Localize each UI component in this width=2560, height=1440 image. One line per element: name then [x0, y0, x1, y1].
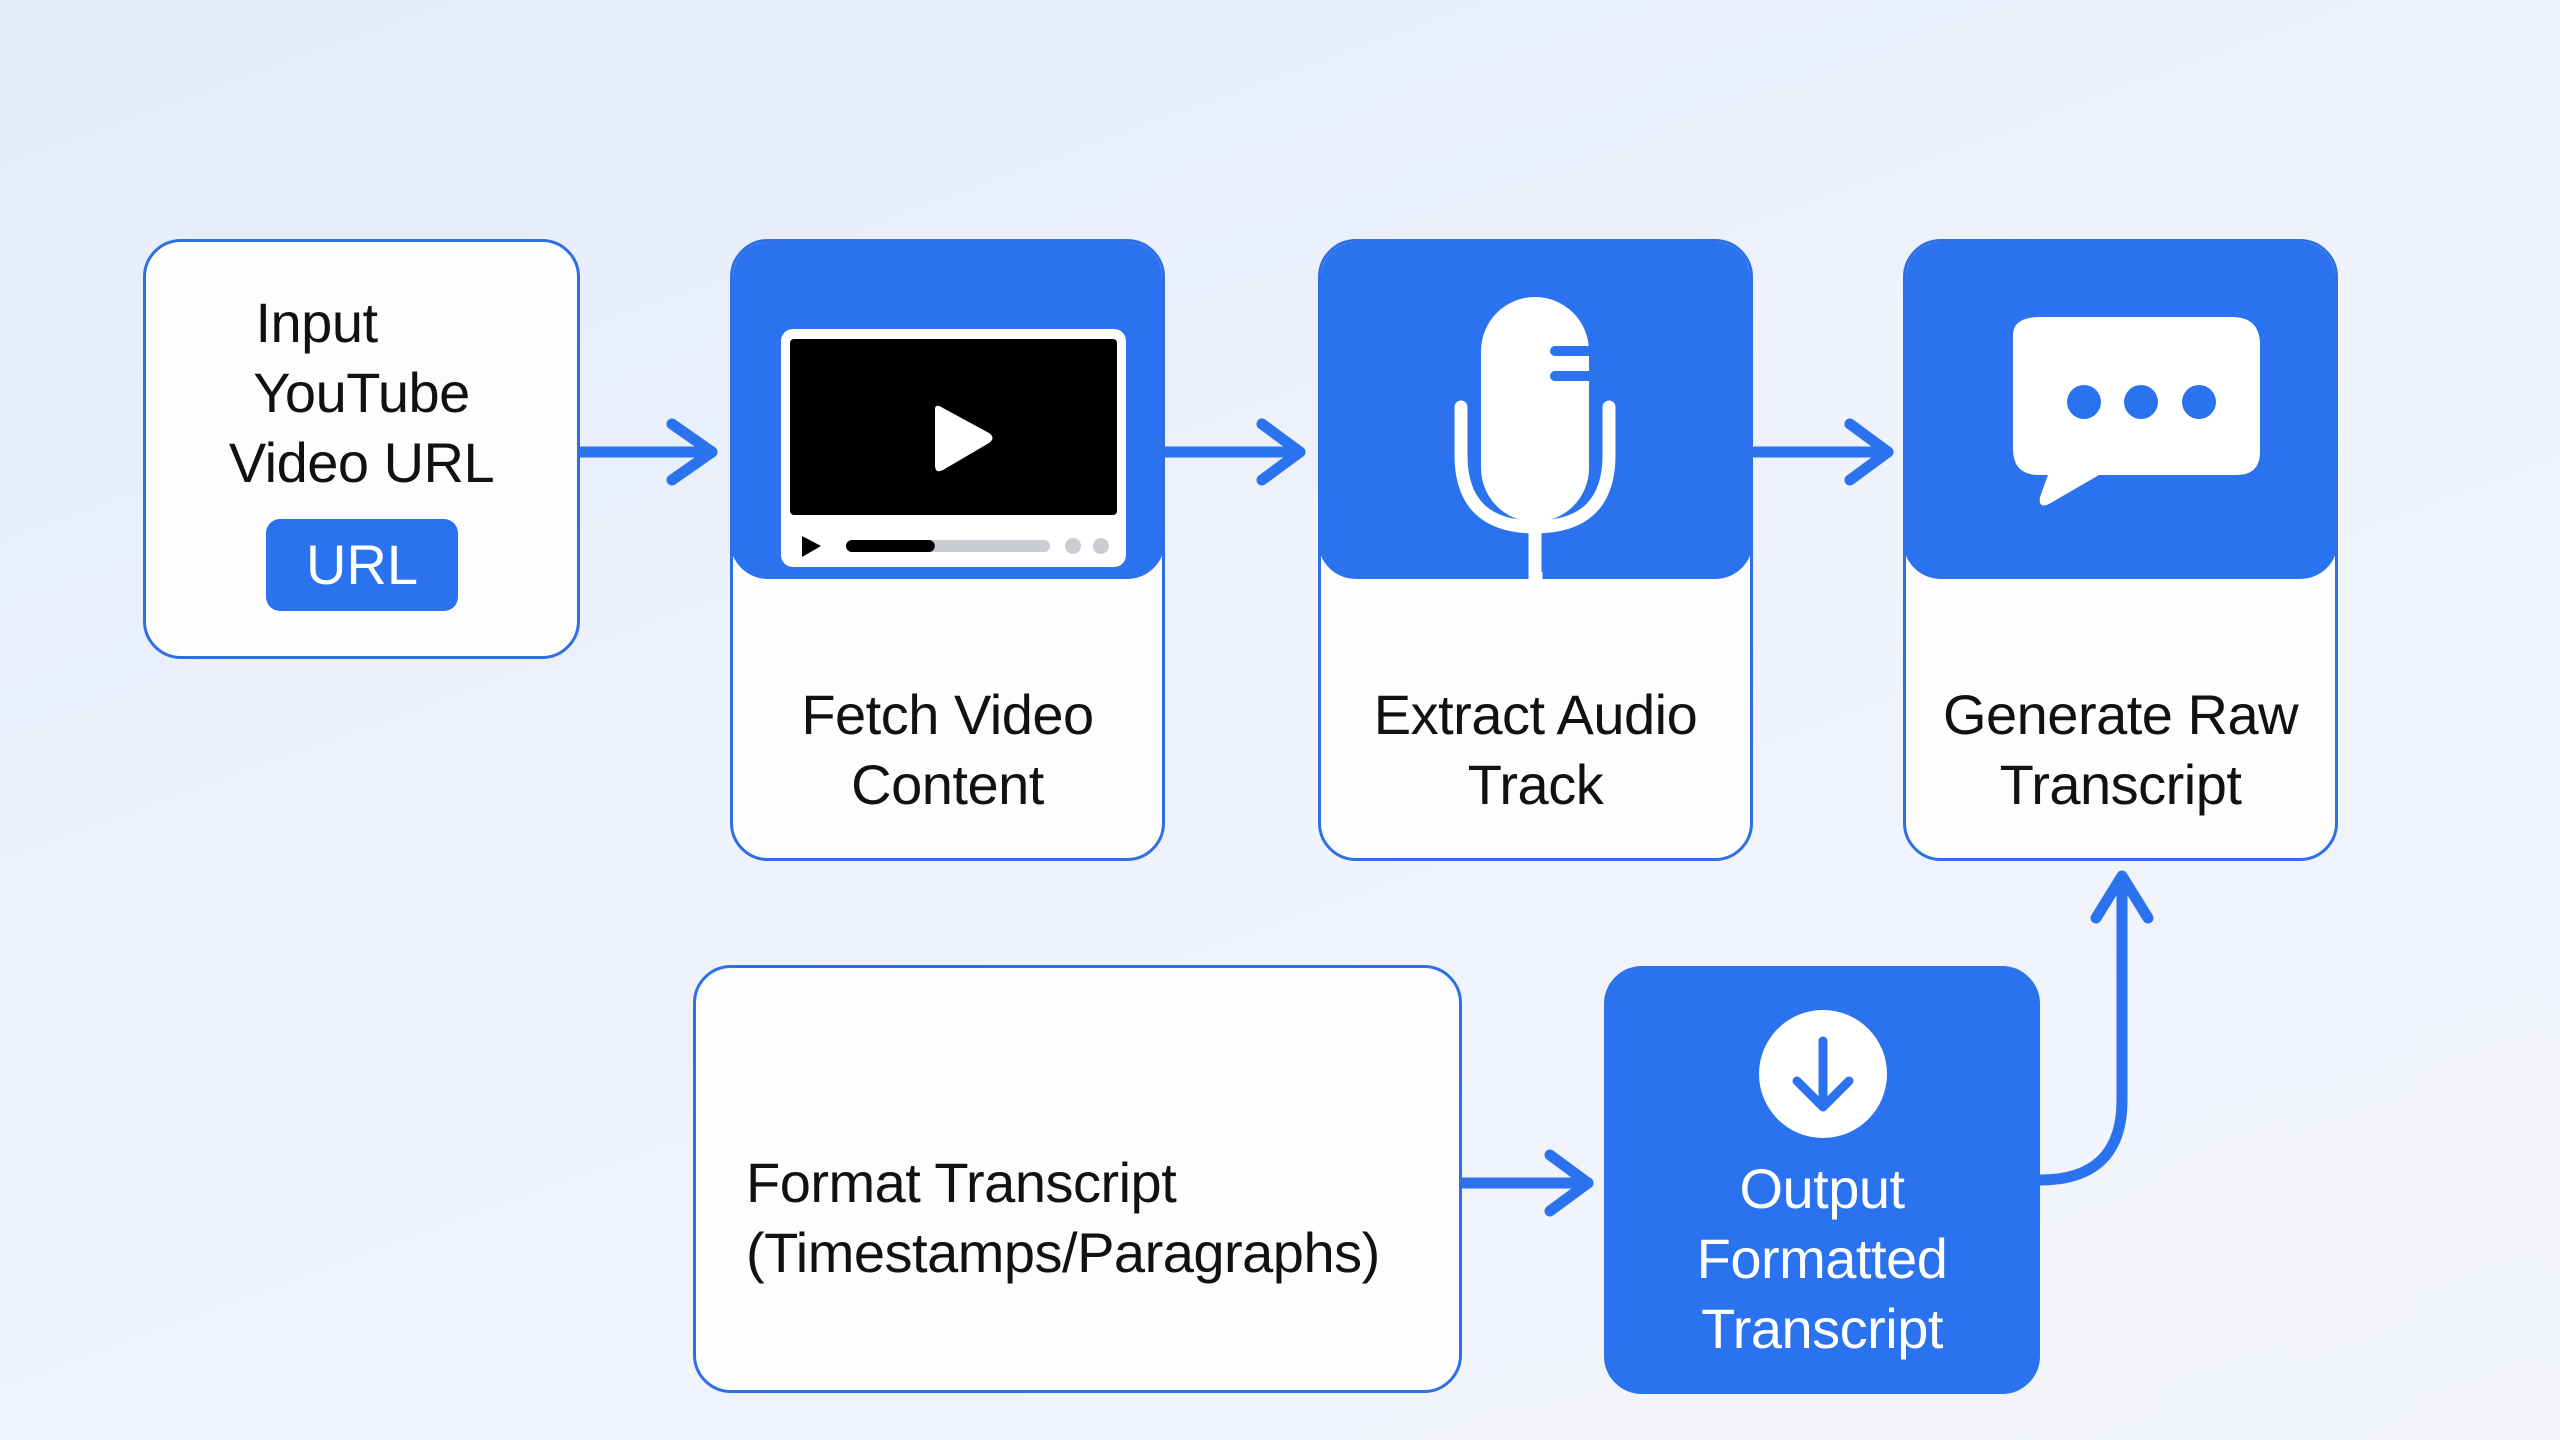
node-input-url: Input YouTube Video URL URL [143, 239, 580, 659]
node-input-line-3: Video URL [228, 431, 495, 494]
arrow-fetch-to-extract [1159, 418, 1306, 486]
node-output-line-2: Formatted [1696, 1227, 1948, 1290]
microphone-base-icon [1529, 572, 1543, 588]
arrow-input-to-fetch [574, 418, 718, 486]
node-fetch-line-1: Fetch Video [801, 683, 1094, 746]
node-output-transcript: Output Formatted Transcript [1604, 966, 2040, 1394]
arrow-format-to-output [1456, 1149, 1594, 1217]
video-control-dot [1093, 538, 1109, 554]
arrow-extract-to-generate [1749, 418, 1894, 486]
node-format-line-1: Format Transcript [746, 1151, 1177, 1214]
arrow-output-to-generate [2034, 870, 2154, 1186]
node-extract-audio: Extract Audio Track [1318, 239, 1753, 861]
node-format-label: Format Transcript (Timestamps/Paragraphs… [746, 1148, 1380, 1288]
node-fetch-icon-panel [733, 242, 1162, 579]
node-extract-line-2: Track [1467, 753, 1604, 816]
node-output-line-1: Output [1739, 1157, 1905, 1220]
microphone-icon [1451, 297, 1619, 579]
node-generate-line-2: Transcript [1999, 753, 2242, 816]
chat-bubble-icon [2013, 317, 2260, 506]
node-input-title: Input YouTube Video URL [146, 288, 577, 498]
node-fetch-video: Fetch Video Content [730, 239, 1165, 861]
video-player-icon [781, 329, 1126, 567]
node-format-transcript: Format Transcript (Timestamps/Paragraphs… [693, 965, 1462, 1393]
node-extract-label: Extract Audio Track [1321, 680, 1750, 820]
node-generate-label: Generate Raw Transcript [1906, 680, 2335, 820]
node-fetch-line-2: Content [851, 753, 1044, 816]
node-input-line-2: YouTube [253, 361, 470, 424]
node-generate-transcript: Generate Raw Transcript [1903, 239, 2338, 861]
node-output-line-3: Transcript [1701, 1297, 1943, 1360]
node-output-label: Output Formatted Transcript [1607, 1154, 2037, 1364]
url-badge[interactable]: URL [266, 519, 458, 611]
mini-play-icon [802, 536, 821, 557]
download-icon [1759, 1010, 1887, 1138]
node-extract-icon-panel [1321, 242, 1750, 579]
node-format-line-2: (Timestamps/Paragraphs) [746, 1221, 1380, 1284]
node-generate-line-1: Generate Raw [1942, 683, 2299, 746]
node-input-line-1: Input [255, 291, 378, 354]
node-fetch-label: Fetch Video Content [733, 680, 1162, 820]
node-extract-line-1: Extract Audio [1373, 683, 1698, 746]
node-generate-icon-panel [1906, 242, 2335, 579]
video-control-dot [1065, 538, 1081, 554]
